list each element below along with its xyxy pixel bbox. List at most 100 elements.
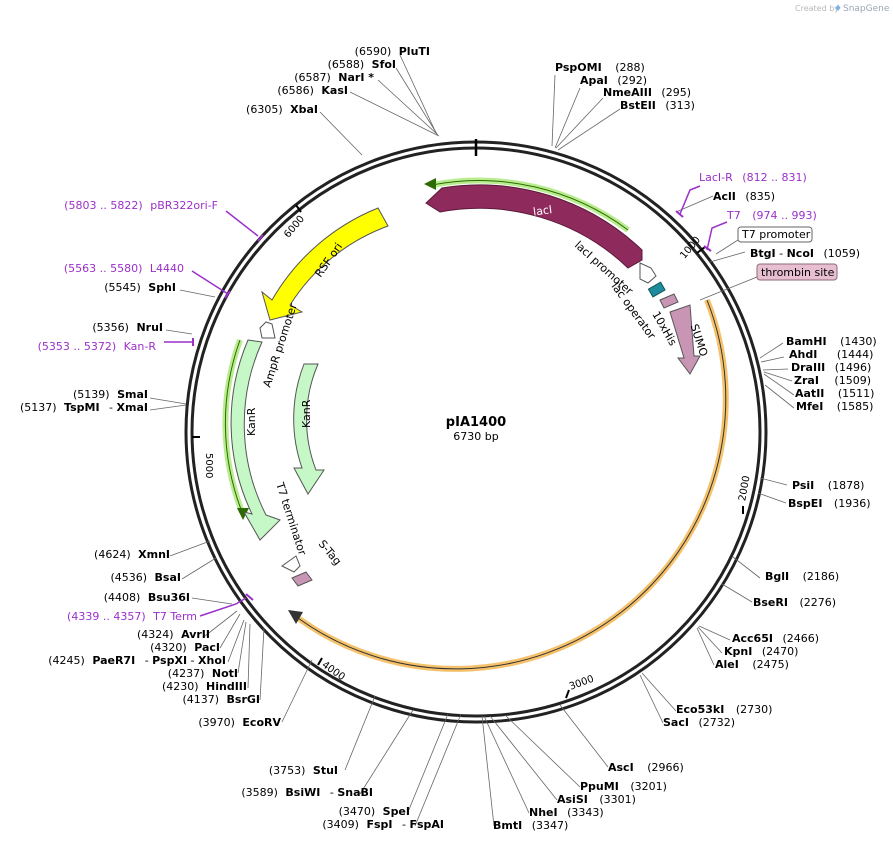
site-xbai: (6305) XbaI (246, 103, 318, 116)
t7-terminator-label: T7 terminator (273, 480, 309, 557)
site-btgi-ncoi: BtgI - NcoI (1059) (750, 247, 860, 260)
primer-kan-r: (5353 .. 5372) Kan-R (38, 340, 157, 353)
site-bsteii: BstEII (313) (620, 99, 695, 112)
site-acc65i: Acc65I (2466) (732, 632, 819, 645)
tick-label-6000: 6000 (282, 214, 307, 241)
site-bsiwi-snabi: (3589) BsiWI - SnaBI (241, 786, 373, 799)
thrombin-connector (699, 276, 758, 301)
site-nrui: (5356) NruI (92, 321, 163, 334)
site-aatii: AatII (1511) (795, 387, 874, 400)
primer-markers (164, 185, 728, 617)
ampr-promoter-feature (259, 321, 276, 339)
site-lines-right (481, 74, 795, 827)
site-saci: SacI (2732) (663, 716, 735, 729)
laci-orf-arc-line (431, 180, 629, 231)
site-stui: (3753) StuI (269, 764, 338, 777)
site-lines-left (149, 54, 462, 827)
site-apai: ApaI (292) (580, 74, 647, 87)
primer-tick-laci-r (675, 210, 684, 218)
t7-promoter-connector (715, 239, 739, 255)
s-tag-feature (291, 571, 313, 587)
site-noti: (4237) NotI (168, 667, 238, 680)
snapgene-icon: ♦ (834, 4, 842, 14)
site-nari: (6587) NarI * (294, 71, 374, 84)
primer-pbr322ori-f: (5803 .. 5822) pBR322ori-F (64, 199, 218, 212)
tick-6000 (295, 204, 302, 213)
tick-label-5000: 5000 (203, 453, 214, 478)
tick-4000 (317, 657, 323, 666)
thrombin-label: thrombin site (761, 266, 835, 279)
site-nhei: NheI (3343) (529, 806, 604, 819)
site-draiii: DraIII (1496) (791, 361, 871, 374)
site-bgli: BglI (2186) (765, 570, 839, 583)
site-sfoi: (6588) SfoI (328, 58, 396, 71)
site-pspomi: PspOMI (288) (555, 61, 645, 74)
site-bmti: BmtI (3347) (493, 819, 568, 832)
kanr-outer-feature (230, 339, 281, 541)
laci-orf-arrowhead (424, 178, 436, 190)
site-bsrgi: (4137) BsrGI (182, 693, 260, 706)
site-nmeaiii: NmeAIII (295) (603, 86, 691, 99)
orf-arc (296, 298, 729, 672)
site-psii: PsiI (1878) (792, 479, 864, 492)
site-xmni: (4624) XmnI (94, 548, 170, 561)
primer-tick-pbr (257, 234, 264, 242)
site-ppumi: PpuMI (3201) (580, 780, 667, 793)
plasmid-size: 6730 bp (453, 430, 498, 443)
laci-feature (425, 184, 643, 269)
tick-label-2000: 2000 (737, 475, 752, 502)
site-smai: (5139) SmaI (73, 388, 148, 401)
site-kpni: KpnI (2470) (724, 645, 798, 658)
primer-tick-t7term (245, 593, 254, 601)
lac-operator-feature (647, 281, 666, 298)
site-eco53ki: Eco53kI (2730) (676, 703, 772, 716)
plasmid-name: pIA1400 (446, 415, 506, 430)
site-zrai: ZraI (1509) (794, 374, 871, 387)
site-mfei: MfeI (1585) (796, 400, 873, 413)
site-avrii: (4324) AvrII (137, 628, 210, 641)
t7-promoter-box (737, 226, 813, 243)
site-sphi: (5545) SphI (104, 281, 176, 294)
primer-laci-r: LacI-R (812 .. 831) (699, 171, 807, 184)
site-bamhi: BamHI (1430) (786, 335, 877, 348)
primer-tick-t7 (703, 245, 712, 252)
primer-t7-term: (4339 .. 4357) T7 Term (67, 610, 197, 623)
his-tag-feature (659, 293, 679, 309)
kanr-orf-arrowhead (237, 508, 249, 520)
site-kasi: (6586) KasI (277, 84, 348, 97)
site-hindiii: (4230) HindIII (162, 680, 247, 693)
site-paer7i-pspxi-xhoi: (4245) PaeR7I - PspXI - XhoI (48, 654, 226, 667)
kanr-outer-label: KanR (245, 407, 258, 436)
tick-1000 (696, 246, 706, 254)
site-tspmi-xmai: (5137) TspMI - XmaI (20, 401, 148, 414)
site-paci: (4320) PacI (150, 641, 220, 654)
laci-promoter-feature (639, 262, 657, 284)
sumo-feature (669, 304, 701, 375)
site-asisi: AsiSI (3301) (557, 793, 636, 806)
s-tag-label: S-Tag (316, 538, 344, 568)
site-bsai: (4536) BsaI (110, 571, 181, 584)
site-acli: AclI (835) (713, 190, 775, 203)
credit-brand: SnapGene (843, 4, 890, 14)
kanr-orf-arc-line (224, 339, 243, 513)
kanr-inner-feature (293, 363, 325, 495)
site-asci: AscI (2966) (608, 761, 684, 774)
credit-text: Created by (795, 4, 839, 13)
site-ecorv: (3970) EcoRV (198, 716, 281, 729)
tick-3000 (565, 689, 570, 699)
laci-label: lacI (532, 203, 553, 219)
orf-arrowhead (288, 610, 303, 624)
rsf-ori-feature (261, 207, 389, 321)
orf-arc-line (297, 299, 727, 670)
site-fspi-fspai: (3409) FspI - FspAI (322, 818, 444, 831)
t7-promoter-label: T7 promoter (741, 228, 811, 241)
site-bspei: BspEI (1936) (788, 497, 871, 510)
kanr-inner-label: KanR (300, 399, 313, 428)
site-ahdi: AhdI (1444) (789, 348, 873, 361)
primer-l4440: (5563 .. 5580) L4440 (64, 262, 184, 275)
site-bsu36i: (4408) Bsu36I (104, 591, 190, 604)
thrombin-box (756, 263, 838, 281)
site-spei: (3470) SpeI (339, 805, 410, 818)
primer-t7: T7 (974 .. 993) (726, 209, 817, 222)
